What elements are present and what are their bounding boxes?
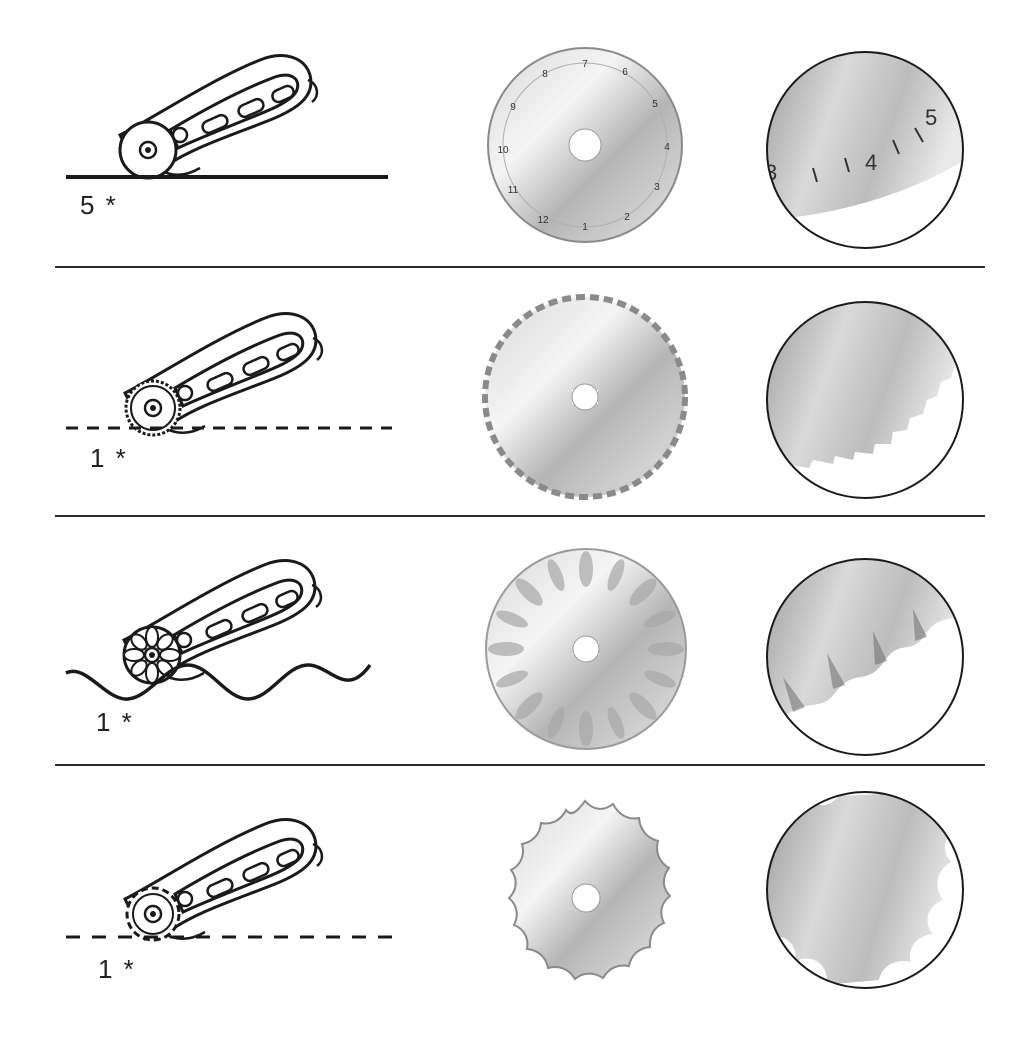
blade-row-scallop: 1 *: [0, 766, 1034, 1042]
perforated-blade-zoom: [766, 301, 964, 499]
blade-row-perforated: 1 *: [0, 268, 1034, 516]
cut-line-dashed: [66, 935, 392, 939]
scale-number: 8: [542, 69, 548, 80]
scale-number: 12: [537, 215, 549, 226]
quantity-label: 1 *: [98, 954, 136, 984]
perforated-blade-image: [482, 294, 688, 500]
quantity-label: 5 *: [80, 190, 118, 220]
scallop-blade-image: [507, 799, 672, 981]
scale-number: 11: [508, 185, 519, 196]
straight-blade-image: 7 6 5 4 3 2 1 12 11 10 9 8: [487, 47, 683, 243]
blade-row-straight: 5 * 7 6 5 4 3 2 1 12 11 10 9 8: [0, 0, 1034, 265]
row-divider: [55, 266, 985, 268]
scale-number: 5: [652, 99, 658, 110]
quantity-label: 1 *: [90, 443, 128, 473]
scale-number: 7: [582, 59, 588, 70]
rotary-cutter-icon: [118, 54, 319, 180]
scale-number: 6: [622, 67, 628, 78]
row-divider: [55, 764, 985, 766]
cut-line-solid: [66, 175, 388, 179]
scallop-blade-zoom: [766, 791, 964, 989]
rotary-cutter-icon: [122, 559, 323, 685]
row-divider: [55, 515, 985, 517]
scale-number: 3: [654, 182, 660, 193]
wave-blade-zoom: [766, 558, 964, 756]
scale-number: 9: [510, 102, 516, 113]
scale-number: 10: [497, 145, 509, 156]
wave-blade-image: [485, 548, 687, 750]
quantity-label: 1 *: [96, 707, 134, 737]
zoom-number: 5: [925, 105, 937, 130]
scale-number: 2: [624, 212, 630, 223]
rotary-cutter-icon: [123, 312, 324, 437]
scale-number: 4: [664, 142, 670, 153]
zoom-number: 4: [865, 150, 877, 175]
rotary-cutter-icon: [123, 818, 324, 942]
cut-line-wave: [65, 663, 372, 701]
straight-blade-zoom: 3 4 5: [765, 51, 964, 249]
cut-line-dashed: [66, 426, 392, 430]
blade-row-wave: 1 *: [0, 517, 1034, 765]
scale-number: 1: [582, 222, 588, 233]
zoom-number: 3: [765, 160, 777, 185]
